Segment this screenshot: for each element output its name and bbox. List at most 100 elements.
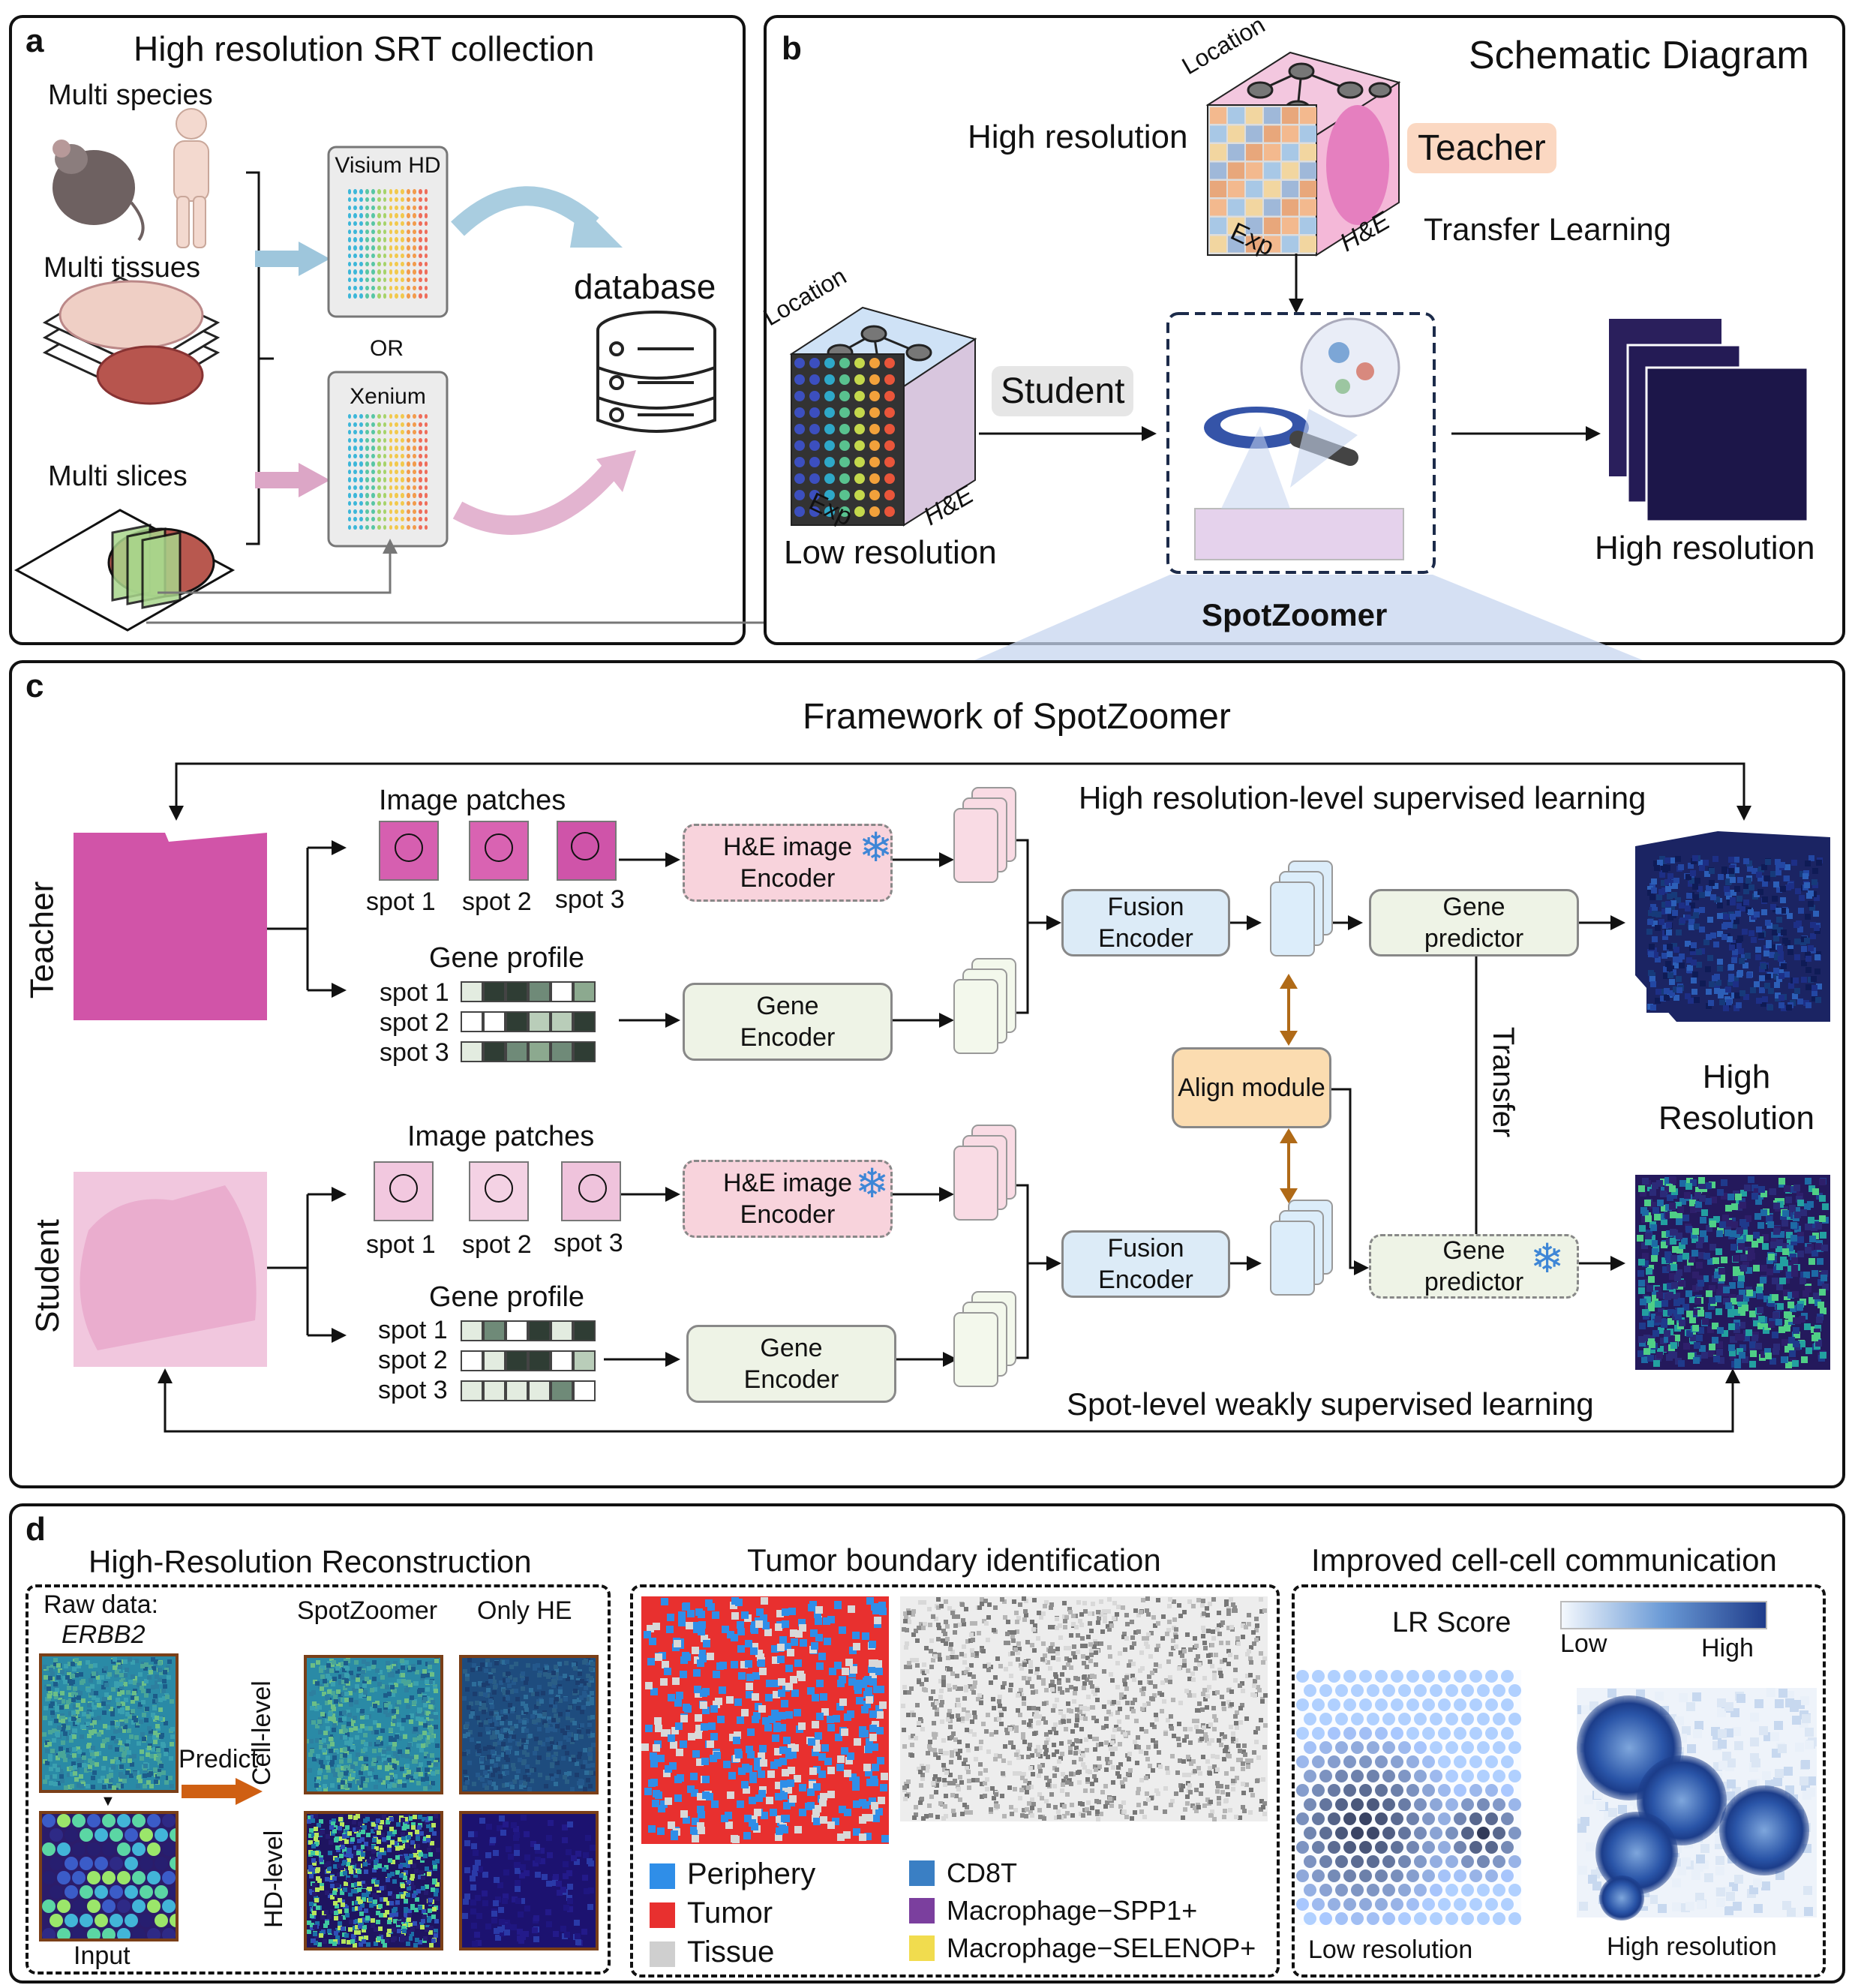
snowflake-icon: ❄ bbox=[1530, 1236, 1565, 1281]
spot-weak-label: Spot-level weakly supervised learning bbox=[1067, 1386, 1594, 1422]
database-label: database bbox=[574, 267, 716, 306]
hd-level-label: HD-level bbox=[260, 1830, 288, 1928]
student-spot2-label: spot 2 bbox=[462, 1230, 532, 1259]
ccc-dashed-box bbox=[1292, 1584, 1826, 1977]
teacher-tag: Teacher bbox=[1407, 123, 1556, 173]
panel-b-title: Schematic Diagram bbox=[1469, 34, 1809, 77]
legend-periphery-swatch bbox=[650, 1863, 675, 1889]
snowflake-icon: ❄ bbox=[855, 1161, 890, 1206]
panel-b-label: b bbox=[782, 30, 802, 67]
legend-macrophage-spp1-swatch bbox=[909, 1898, 935, 1923]
gene-profile-student-label: Gene profile bbox=[429, 1281, 585, 1313]
teacher-patch-1 bbox=[379, 821, 439, 881]
teacher-he-encoder: H&E image Encoder bbox=[683, 824, 893, 902]
magnifier-icon bbox=[1204, 317, 1400, 488]
raw-data-label: Raw data: bbox=[44, 1590, 159, 1619]
image-patches-teacher-label: Image patches bbox=[379, 785, 566, 816]
only-he-col-label: Only HE bbox=[477, 1596, 572, 1625]
colorbar-low-label: Low bbox=[1560, 1629, 1607, 1658]
student-gene-spot1: spot 1 bbox=[378, 1316, 448, 1344]
student-patch-1 bbox=[374, 1161, 434, 1221]
teacher-spot2-label: spot 2 bbox=[462, 887, 532, 916]
tumor-title: Tumor boundary identification bbox=[747, 1542, 1161, 1578]
celltype-tissue-map bbox=[900, 1596, 1268, 1821]
panel-c-label: c bbox=[26, 668, 44, 704]
or-label: OR bbox=[370, 336, 404, 361]
lr-score-colorbar bbox=[1560, 1601, 1767, 1629]
legend-macrophage-selenop-swatch bbox=[909, 1935, 935, 1961]
visium-gradient-grid bbox=[347, 188, 429, 300]
down-arrow-icon: ▼ bbox=[101, 1793, 116, 1809]
cell-level-label: Cell-level bbox=[248, 1680, 276, 1785]
mouse-icon bbox=[53, 140, 145, 242]
student-gene-predictor: Gene predictor bbox=[1369, 1234, 1579, 1299]
multi-species-label: Multi species bbox=[48, 80, 213, 111]
database-icon bbox=[596, 311, 716, 433]
gene-profile-teacher-label: Gene profile bbox=[429, 942, 585, 974]
panel-d-label: d bbox=[26, 1511, 46, 1548]
input-label: Input bbox=[74, 1941, 131, 1970]
student-fusion-encoder: Fusion Encoder bbox=[1061, 1230, 1230, 1298]
legend-periphery-label: Periphery bbox=[687, 1857, 816, 1890]
student-spot1-label: spot 1 bbox=[366, 1230, 436, 1259]
ccc-high-resolution-label: High resolution bbox=[1607, 1932, 1777, 1961]
high-resolution-right-label: High resolution bbox=[1595, 530, 1815, 566]
student-gene-encoder: Gene Encoder bbox=[686, 1325, 896, 1403]
student-gene-spot2: spot 2 bbox=[378, 1346, 448, 1374]
teacher-patch-3 bbox=[557, 821, 617, 881]
predict-label: Predict bbox=[179, 1745, 258, 1773]
teacher-spot3-label: spot 3 bbox=[555, 885, 625, 914]
teacher-gene-encoder: Gene Encoder bbox=[683, 983, 893, 1061]
teacher-output-heatmap bbox=[1646, 855, 1823, 1013]
student-he-encoder: H&E image Encoder bbox=[683, 1160, 893, 1238]
student-patch-2 bbox=[469, 1161, 529, 1221]
legend-macrophage-spp1-label: Macrophage−SPP1+ bbox=[947, 1895, 1198, 1926]
onlyhe-hd-map bbox=[459, 1811, 599, 1950]
align-module: Align module bbox=[1172, 1047, 1331, 1128]
panel-c-title: Framework of SpotZoomer bbox=[803, 697, 1231, 737]
onlyhe-cell-map bbox=[459, 1655, 599, 1794]
colorbar-high-label: High bbox=[1701, 1634, 1754, 1662]
spotzoomer-hd-map bbox=[304, 1811, 443, 1950]
xenium-gradient-grid bbox=[347, 413, 429, 531]
high-resolution-label: High Resolution bbox=[1658, 1059, 1814, 1137]
teacher-fusion-encoder: Fusion Encoder bbox=[1061, 889, 1230, 956]
snowflake-icon: ❄ bbox=[859, 825, 893, 870]
legend-tissue-swatch bbox=[650, 1941, 675, 1967]
human-icon bbox=[173, 108, 209, 248]
student-patch-3 bbox=[561, 1161, 621, 1221]
lr-high-resolution-map bbox=[1577, 1688, 1817, 1920]
low-resolution-label: Low resolution bbox=[784, 534, 997, 571]
student-gene-spot3: spot 3 bbox=[378, 1376, 448, 1404]
ccc-title: Improved cell-cell communication bbox=[1311, 1542, 1777, 1578]
teacher-gene-spot3: spot 3 bbox=[380, 1038, 449, 1067]
legend-tumor-label: Tumor bbox=[687, 1896, 773, 1929]
input-spot-map bbox=[39, 1811, 179, 1941]
ccc-low-resolution-label: Low resolution bbox=[1308, 1935, 1473, 1964]
teacher-spot1-label: spot 1 bbox=[366, 887, 436, 916]
tumor-periphery-map bbox=[641, 1596, 889, 1844]
legend-tumor-swatch bbox=[650, 1902, 675, 1928]
teacher-gene-spot2: spot 2 bbox=[380, 1008, 449, 1037]
spotzoomer-col-label: SpotZoomer bbox=[297, 1596, 438, 1625]
raw-data-map bbox=[39, 1653, 179, 1793]
student-spot3-label: spot 3 bbox=[554, 1229, 623, 1257]
panel-a-title: High resolution SRT collection bbox=[134, 29, 595, 68]
teacher-gene-spot1: spot 1 bbox=[380, 978, 449, 1007]
teacher-gene-predictor: Gene predictor bbox=[1369, 889, 1579, 956]
spotzoomer-cell-map bbox=[304, 1655, 443, 1794]
high-resolution-top-label: High resolution bbox=[968, 119, 1188, 155]
tissue-stack-icon bbox=[42, 276, 221, 405]
teacher-patch-2 bbox=[469, 821, 529, 881]
recon-dashed-box bbox=[26, 1584, 611, 1974]
lr-score-label: LR Score bbox=[1392, 1607, 1511, 1638]
transfer-learning-label: Transfer Learning bbox=[1424, 212, 1671, 247]
recon-title: High-Resolution Reconstruction bbox=[89, 1544, 532, 1579]
student-output-heatmap bbox=[1637, 1176, 1829, 1368]
image-patches-student-label: Image patches bbox=[407, 1121, 595, 1152]
slices-icon bbox=[14, 509, 236, 632]
